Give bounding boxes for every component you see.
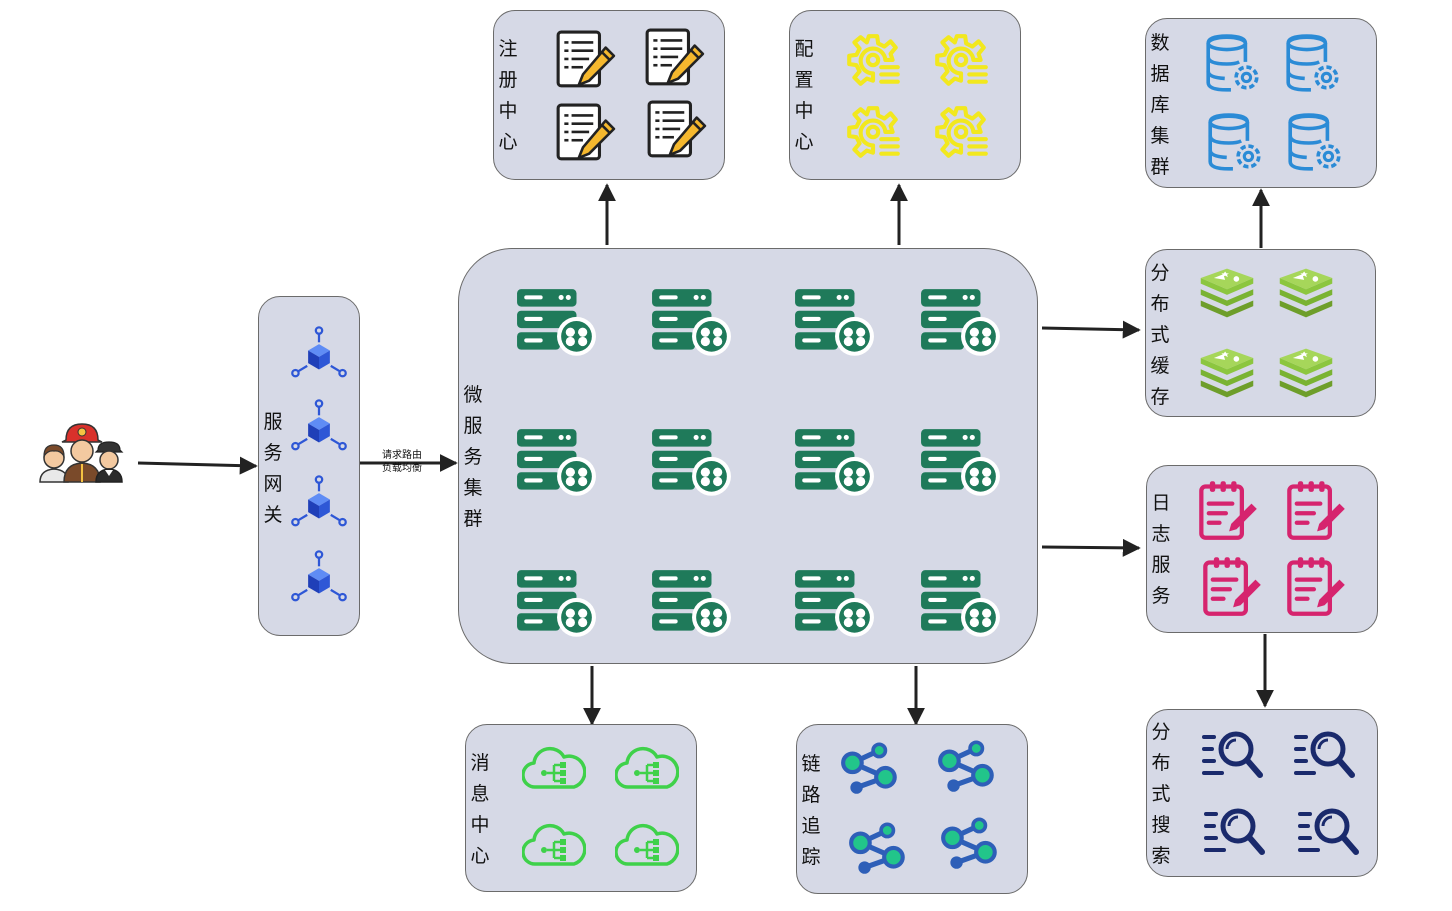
cluster-to-cache-arrow [1041, 320, 1141, 339]
search-list-icon [1292, 725, 1356, 781]
server-icon [515, 287, 597, 359]
cloud-network-icon [522, 822, 586, 870]
search-list-icon [1296, 802, 1360, 858]
cluster-to-log-arrow [1041, 538, 1141, 557]
database-gear-icon [1284, 112, 1346, 174]
notepad-icon [1284, 478, 1348, 542]
server-icon [919, 427, 1001, 499]
document-edit-icon [643, 27, 705, 89]
gear-config-icon [842, 102, 904, 164]
registry-label: 注册中心 [498, 38, 518, 153]
gear-config-icon [930, 102, 992, 164]
routing-edge-label: 请求路由 负载均衡 [382, 450, 422, 474]
server-icon [919, 568, 1001, 640]
gateway-cube-icon [290, 326, 348, 384]
notepad-icon [1196, 478, 1260, 542]
document-edit-icon [554, 102, 616, 164]
search-list-icon [1200, 725, 1264, 781]
gear-config-icon [842, 30, 904, 92]
users-icon [36, 418, 128, 484]
cache-box [1145, 249, 1376, 417]
gateway-cube-icon [290, 399, 348, 457]
share-nodes-icon [938, 815, 1004, 873]
server-icon [650, 427, 732, 499]
trace-box [796, 724, 1028, 894]
gateway-cube-icon [290, 475, 348, 533]
database-gear-icon [1282, 33, 1344, 95]
cloud-network-icon [615, 822, 679, 870]
server-icon [919, 287, 1001, 359]
redis-icon [1197, 266, 1257, 320]
database-gear-icon [1204, 112, 1266, 174]
redis-icon [1197, 346, 1257, 400]
server-icon [650, 287, 732, 359]
database-label: 数据库集群 [1150, 32, 1170, 178]
gateway-cube-icon [290, 550, 348, 608]
users-to-gateway-arrow [137, 456, 258, 475]
document-edit-icon [645, 99, 707, 161]
cloud-network-icon [615, 745, 679, 793]
cluster-label: 微服务集群 [463, 384, 483, 530]
server-icon [793, 287, 875, 359]
cloud-network-icon [522, 745, 586, 793]
redis-icon [1276, 266, 1336, 320]
cache-label: 分布式缓存 [1150, 262, 1170, 408]
notepad-icon [1200, 554, 1264, 618]
redis-icon [1276, 346, 1336, 400]
share-nodes-icon [838, 740, 904, 798]
search-label: 分布式搜索 [1151, 721, 1171, 867]
gear-config-icon [930, 30, 992, 92]
gateway-label: 服务网关 [263, 411, 283, 526]
server-icon [650, 568, 732, 640]
database-gear-icon [1202, 33, 1264, 95]
config-label: 配置中心 [794, 38, 814, 153]
server-icon [515, 427, 597, 499]
server-icon [793, 568, 875, 640]
server-icon [515, 568, 597, 640]
search-list-icon [1202, 802, 1266, 858]
notepad-icon [1284, 554, 1348, 618]
message-label: 消息中心 [470, 752, 490, 867]
share-nodes-icon [846, 820, 912, 878]
log-label: 日志服务 [1151, 492, 1171, 607]
server-icon [793, 427, 875, 499]
log-box [1146, 465, 1378, 633]
trace-label: 链路追踪 [801, 753, 821, 868]
document-edit-icon [554, 29, 616, 91]
share-nodes-icon [935, 738, 1001, 796]
